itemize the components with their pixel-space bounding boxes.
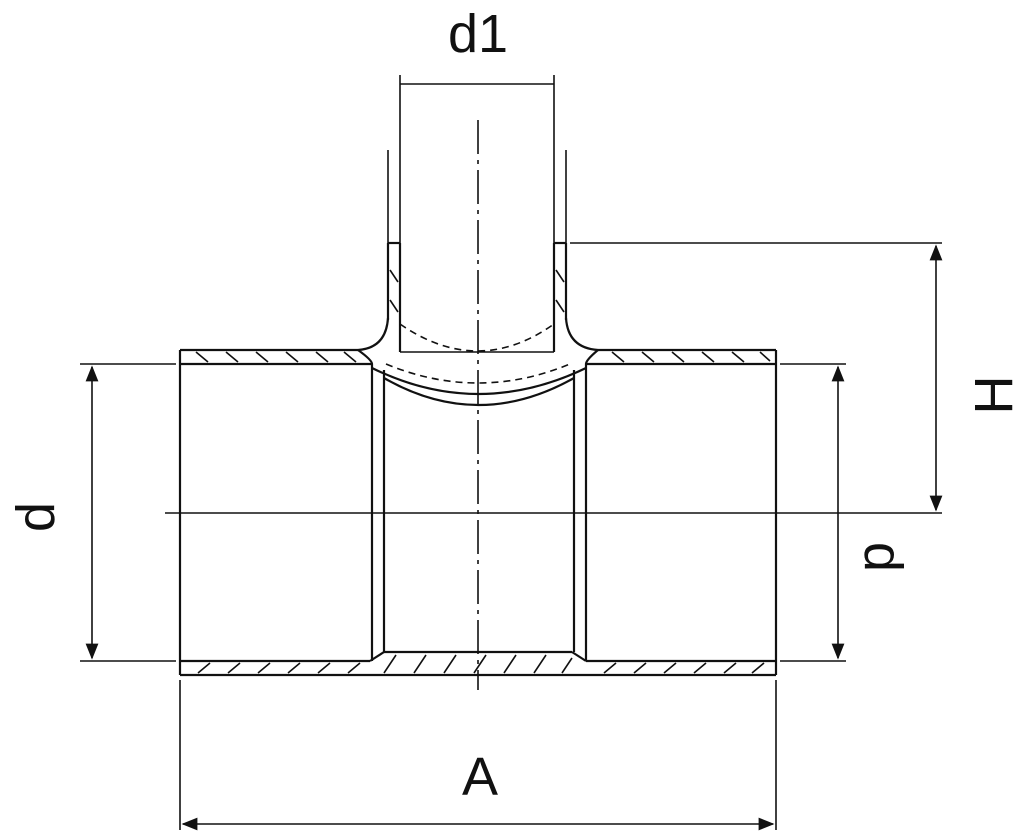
dimension-d1: d1: [400, 4, 554, 85]
dimension-d-left: d: [6, 363, 176, 662]
label-h: H: [964, 376, 1024, 415]
dimension-h: H: [570, 242, 1024, 512]
dimension-a: A: [179, 680, 777, 831]
label-d-right: d: [853, 542, 913, 572]
center-lines: [165, 120, 942, 690]
label-a: A: [462, 747, 498, 807]
label-d1: d1: [448, 4, 508, 64]
label-d-left: d: [6, 502, 66, 532]
wall-hatching: [195, 351, 771, 674]
branch-pipe: [357, 75, 599, 406]
dimension-d-right: d: [780, 363, 913, 662]
